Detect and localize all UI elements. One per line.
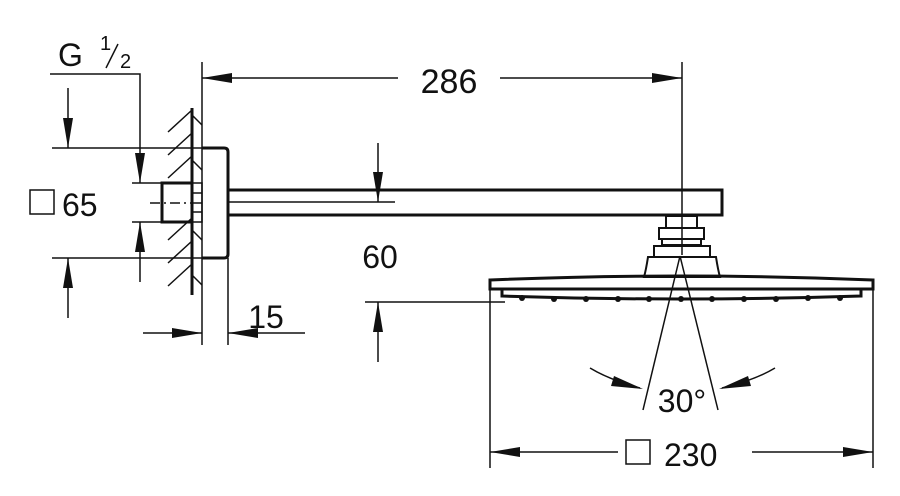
dimension-spray-angle: 30° xyxy=(589,255,776,419)
nozzles xyxy=(519,295,843,302)
dimension-plate-depth: 15 xyxy=(143,299,305,338)
drop-height-label: 60 xyxy=(362,239,398,275)
dimension-wall-square: 65 xyxy=(29,88,210,318)
spray-angle-label: 30° xyxy=(658,383,706,419)
square-symbol-icon xyxy=(625,439,651,465)
head-square-label: 230 xyxy=(664,437,717,473)
wall-hatch xyxy=(167,108,203,295)
dimension-head-square: 230 xyxy=(489,289,874,473)
dimension-thread: G 1 2 xyxy=(50,33,162,282)
plate-depth-label: 15 xyxy=(248,299,284,335)
dimension-arm-length: 286 xyxy=(202,62,683,255)
thread-numerator: 1 xyxy=(100,33,111,55)
arm-length-label: 286 xyxy=(421,63,478,101)
thread-letter: G xyxy=(58,37,83,73)
dimension-drop-height: 60 xyxy=(362,143,505,362)
wall-square-label: 65 xyxy=(62,187,98,223)
thread-denominator: 2 xyxy=(120,51,131,73)
plate-connector xyxy=(191,182,203,223)
square-symbol-icon xyxy=(29,189,55,215)
shower-head xyxy=(488,274,875,302)
wall-plate xyxy=(202,146,230,260)
